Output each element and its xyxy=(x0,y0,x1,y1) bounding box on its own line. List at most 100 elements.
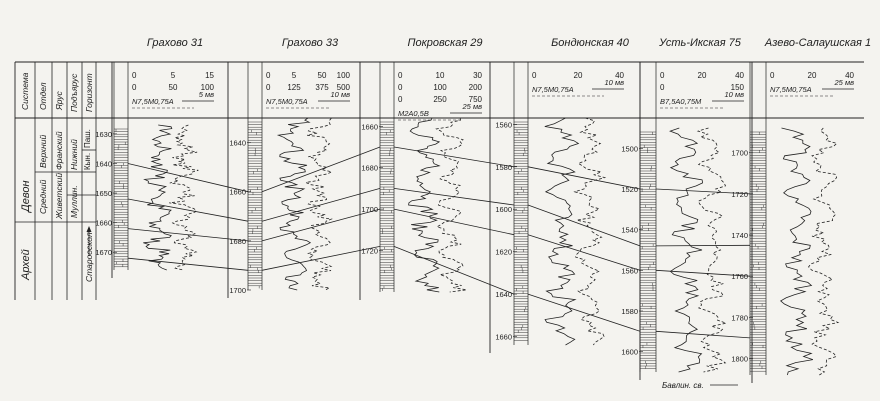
depth-label: 1640 xyxy=(229,139,246,148)
scale-label: 20 xyxy=(574,71,583,80)
depth-label: 1580 xyxy=(495,163,512,172)
system-devon-label: Девон xyxy=(20,180,32,214)
scale-label: 40 xyxy=(735,71,744,80)
log-curve-solid xyxy=(408,117,441,293)
correlation-line xyxy=(655,188,751,195)
lithology-column xyxy=(380,121,394,291)
header-substage: Подъярус xyxy=(69,73,79,112)
depth-label: 1540 xyxy=(621,226,638,235)
depth-label: 1660 xyxy=(361,122,378,131)
depth-label: 1670 xyxy=(95,248,112,257)
log-curve-solid xyxy=(276,117,312,291)
correlation-line xyxy=(127,198,249,222)
unit-label: 25 мв xyxy=(462,102,483,111)
correlation-line xyxy=(127,228,249,242)
scale-label: 100 xyxy=(337,71,351,80)
scale-label: 20 xyxy=(808,71,817,80)
depth-label: 1680 xyxy=(229,237,246,246)
scale-label: 5 xyxy=(292,71,297,80)
correlation-line xyxy=(393,188,515,206)
depth-label: 1700 xyxy=(229,286,246,295)
depth-label: 1640 xyxy=(95,159,112,168)
depth-label: 1680 xyxy=(361,164,378,173)
log-curve-dashed xyxy=(435,117,467,293)
depth-label: 1620 xyxy=(495,248,512,257)
correlation-line xyxy=(127,257,249,271)
log-legend: N7,5M0,75A xyxy=(266,97,308,106)
well-title: Бондюнская 40 xyxy=(551,37,630,49)
scale-label: 0 xyxy=(266,83,271,92)
scale-label: 40 xyxy=(615,71,624,80)
depth-label: 1760 xyxy=(731,272,748,281)
log-curve-dashed xyxy=(573,117,607,346)
depth-label: 1600 xyxy=(495,205,512,214)
scale-label: 0 xyxy=(132,71,137,80)
correlation-line xyxy=(261,146,381,193)
depth-label: 1780 xyxy=(731,313,748,322)
depth-label: 1800 xyxy=(731,355,748,364)
frame-lines xyxy=(14,61,864,300)
correlation-line xyxy=(127,163,249,193)
scale-label: 0 xyxy=(266,71,271,80)
well-title: Азево-Салаушская 1 xyxy=(764,37,871,49)
correlation-lines xyxy=(127,146,751,339)
stage-givetian-label: Живетский xyxy=(54,173,64,220)
unit-label: 5 мв xyxy=(199,90,214,99)
scale-label: 150 xyxy=(731,83,745,92)
scale-label: 0 xyxy=(398,95,403,104)
substage-lower-label: Нижний xyxy=(69,139,79,170)
scale-label: 0 xyxy=(532,71,537,80)
log-curve-dashed xyxy=(696,127,728,373)
well-title: Покровская 29 xyxy=(408,37,483,49)
log-legend: M2A0,5B xyxy=(398,109,429,118)
dept-upper-label: Верхний xyxy=(38,135,48,168)
depth-label: 1660 xyxy=(229,188,246,197)
correlation-line xyxy=(527,204,641,247)
scale-label: 50 xyxy=(169,83,178,92)
starooskol-arrowhead xyxy=(86,226,92,232)
depth-label: 1630 xyxy=(95,130,112,139)
lithology-column xyxy=(114,128,128,268)
depth-label: 1580 xyxy=(621,307,638,316)
bottom-formation-label: Бавлин. св. xyxy=(662,381,704,390)
depth-label: 1560 xyxy=(621,266,638,275)
strat-labels: Девон Архей Верхний Средний Франский Жив… xyxy=(20,129,94,282)
horizon-kyn-label: Кын. xyxy=(83,153,92,170)
scale-label: 10 xyxy=(436,71,445,80)
scale-label: 125 xyxy=(287,83,301,92)
header-department: Отдел xyxy=(38,82,48,110)
stage-frasnian-label: Франский xyxy=(54,131,64,170)
scale-label: 0 xyxy=(398,83,403,92)
correlation-line xyxy=(655,269,751,277)
scale-label: 0 xyxy=(660,83,665,92)
scale-label: 30 xyxy=(473,71,482,80)
log-legend: N7,5M0,75A xyxy=(770,85,812,94)
correlation-line xyxy=(261,208,381,242)
correlation-line xyxy=(527,234,641,271)
scale-label: 100 xyxy=(201,83,215,92)
depth-label: 1500 xyxy=(621,144,638,153)
scale-label: 100 xyxy=(433,83,447,92)
log-curve-solid xyxy=(143,124,173,271)
system-archean-label: Архей xyxy=(20,249,32,281)
log-legend: B7,5A0,75M xyxy=(660,97,702,106)
log-curve-dashed xyxy=(169,124,199,271)
depth-label: 1700 xyxy=(731,149,748,158)
scale-label: 5 xyxy=(171,71,176,80)
depth-label: 1650 xyxy=(95,189,112,198)
scale-label: 0 xyxy=(132,83,137,92)
log-curve-solid xyxy=(544,117,580,346)
log-legend: N7,5M0,75A xyxy=(532,85,574,94)
log-curve-solid xyxy=(780,127,814,376)
depth-label: 1720 xyxy=(361,247,378,256)
well-title: Грахово 33 xyxy=(282,37,339,49)
header-stage: Ярус xyxy=(54,91,64,111)
scale-label: 20 xyxy=(698,71,707,80)
